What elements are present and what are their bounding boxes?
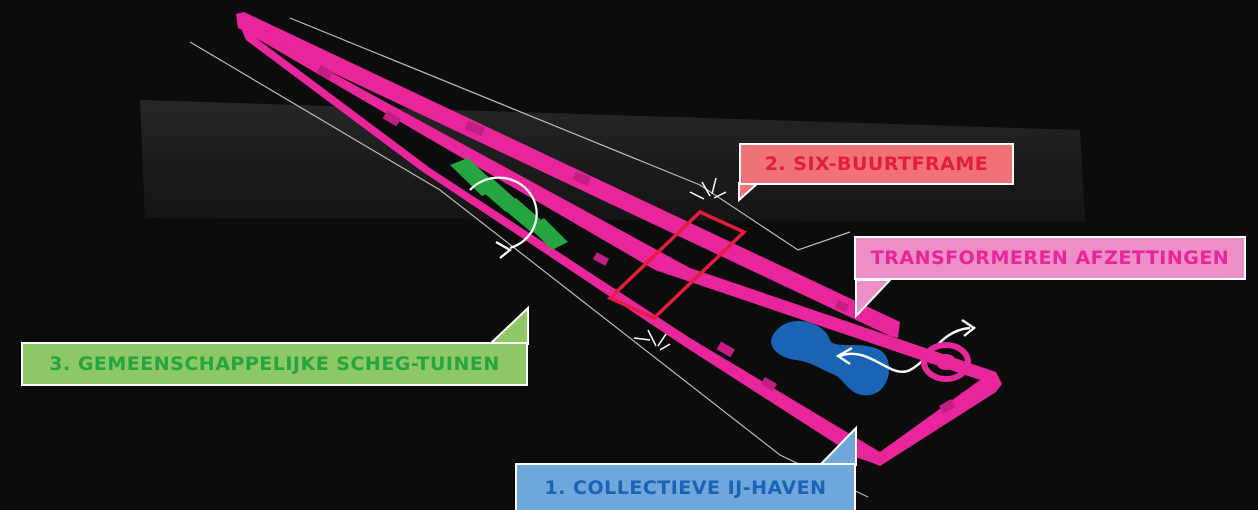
scheg-tuinen-label: 3. GEMEENSCHAPPELIJKE SCHEG-TUINEN xyxy=(21,342,528,386)
magenta-ring xyxy=(921,342,971,382)
transformeren-afzettingen-label: TRANSFORMEREN AFZETTINGEN xyxy=(854,236,1246,280)
magenta-wall-outer xyxy=(236,12,900,338)
wall-blocks xyxy=(316,65,956,414)
blue-pond xyxy=(771,320,890,396)
curved-arrow xyxy=(835,319,977,373)
sparkle-marks xyxy=(633,177,727,351)
six-buurtframe-box xyxy=(606,209,748,321)
callout-transform-pointer xyxy=(855,279,893,319)
rotation-arrow xyxy=(469,176,538,259)
callout-garden-pointer xyxy=(487,305,529,345)
ij-haven-label: 1. COLLECTIEVE IJ-HAVEN xyxy=(515,463,856,510)
site-outline xyxy=(189,17,869,498)
six-buurtframe-label: 2. SIX-BUURTFRAME xyxy=(739,143,1014,185)
